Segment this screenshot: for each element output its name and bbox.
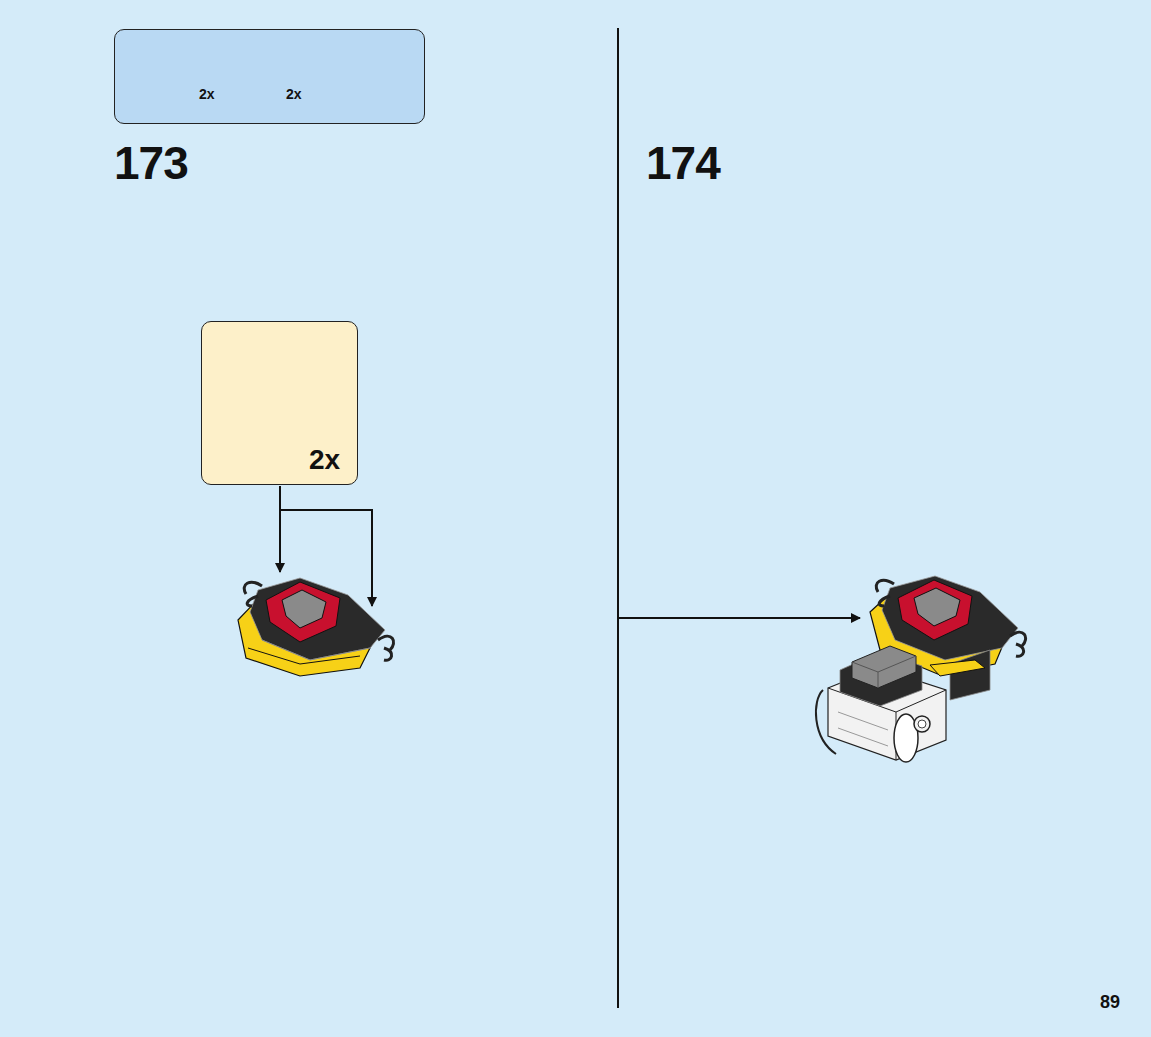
step-number: 173 bbox=[114, 140, 188, 186]
parts-list-box: 2x 2x bbox=[114, 29, 425, 124]
part-quantity: 2x bbox=[286, 87, 302, 101]
step-number: 174 bbox=[646, 140, 720, 186]
part-quantity: 2x bbox=[199, 87, 215, 101]
callout-quantity: 2x bbox=[309, 446, 340, 474]
sub-assembly-callout: 2x bbox=[201, 321, 358, 485]
page-number: 89 bbox=[1100, 993, 1120, 1011]
